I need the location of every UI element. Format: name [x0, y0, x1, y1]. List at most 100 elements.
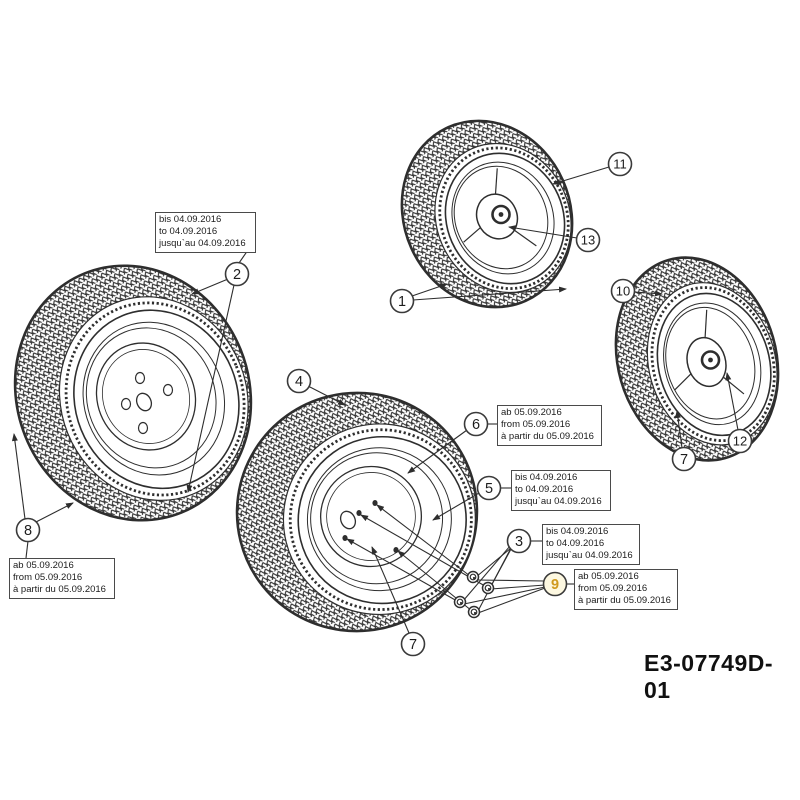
leader-line: [674, 410, 683, 449]
callout-label: 7: [680, 452, 688, 468]
rim-lug-stud: [342, 535, 348, 541]
callout-circle[interactable]: [15, 517, 41, 543]
rim-lug-stud: [393, 547, 399, 553]
leader-line: [186, 284, 235, 493]
callout-circle[interactable]: [463, 411, 489, 437]
wheel-center: [235, 391, 479, 633]
callout-circle[interactable]: [610, 278, 636, 304]
callout-circle[interactable]: [389, 288, 415, 314]
callout-7-center[interactable]: 7: [400, 631, 426, 657]
date-note-line: to 04.09.2016: [159, 225, 218, 237]
leader-lines: [11, 166, 739, 634]
date-note-line: from 05.09.2016: [578, 582, 648, 594]
callout-circle[interactable]: [575, 227, 601, 253]
leader-line: [477, 587, 546, 614]
callout-9[interactable]: 9: [542, 571, 568, 597]
callout-label: 9: [551, 577, 559, 593]
leader-line: [477, 547, 512, 612]
date-note-line: à partir du 05.09.2016: [13, 583, 106, 595]
callout-7-right[interactable]: 7: [671, 446, 697, 472]
hub-center-hole: [135, 392, 153, 412]
callout-11[interactable]: 11: [607, 151, 633, 177]
date-note-line: to 04.09.2016: [515, 483, 574, 495]
leader-line: [191, 278, 229, 295]
callout-circle[interactable]: [671, 446, 697, 472]
callout-3[interactable]: 3: [506, 528, 532, 554]
wheel-top: [400, 119, 574, 309]
callout-5[interactable]: 5: [476, 475, 502, 501]
date-note-line: jusqu`au 04.09.2016: [159, 237, 246, 249]
date-note-line: jusqu`au 04.09.2016: [515, 495, 602, 507]
leader-line: [633, 290, 663, 297]
leader-line: [307, 385, 346, 406]
date-note-line: à partir du 05.09.2016: [578, 594, 671, 606]
leader-line: [476, 579, 545, 582]
callout-label: 3: [515, 534, 523, 550]
callout-circle[interactable]: [400, 631, 426, 657]
rim-bolt-hole: [134, 371, 146, 385]
leader-line: [11, 433, 26, 520]
callout-1[interactable]: 1: [389, 288, 415, 314]
date-note-line: from 05.09.2016: [501, 418, 571, 430]
callout-circle[interactable]: [286, 368, 312, 394]
date-note-line: ab 05.09.2016: [501, 407, 562, 418]
date-note-line: bis 04.09.2016: [159, 214, 222, 225]
callout-label: 1: [398, 294, 406, 310]
callout-label: 10: [616, 284, 630, 299]
rim-bolt-hole: [137, 421, 149, 435]
leader-line: [475, 547, 512, 578]
leader-line: [376, 504, 471, 577]
axle-center: [708, 357, 713, 363]
date-note-line: ab 05.09.2016: [13, 560, 74, 571]
rim-lug-stud: [356, 510, 362, 516]
callout-12[interactable]: 12: [727, 428, 753, 454]
date-note-line: from 05.09.2016: [13, 571, 83, 583]
callout-circle[interactable]: [542, 571, 568, 597]
date-note-line: to 04.09.2016: [546, 537, 605, 549]
callout-label: 11: [613, 157, 627, 172]
date-note-line: à partir du 05.09.2016: [501, 430, 594, 442]
leader-line: [346, 538, 458, 602]
wheel-left: [13, 264, 253, 522]
callout-label: 7: [409, 637, 417, 653]
callout-label: 4: [295, 374, 303, 390]
leader-line: [411, 283, 448, 297]
lug-nut: [453, 595, 467, 609]
date-note-line: bis 04.09.2016: [546, 526, 609, 537]
callout-label: 2: [233, 267, 241, 283]
lug-nut: [467, 605, 481, 619]
leader-line: [360, 514, 486, 587]
callout-6[interactable]: 6: [463, 411, 489, 437]
lug-nut: [481, 581, 495, 595]
leader-line: [462, 545, 511, 602]
callout-10[interactable]: 10: [610, 278, 636, 304]
callout-8[interactable]: 8: [15, 517, 41, 543]
wheel-right: [614, 256, 780, 462]
callout-circle[interactable]: [506, 528, 532, 554]
date-note-line: bis 04.09.2016: [515, 472, 578, 483]
callout-2[interactable]: 2: [224, 261, 250, 287]
leader-line: [407, 429, 468, 474]
callout-circle[interactable]: [727, 428, 753, 454]
callout-circle[interactable]: [476, 475, 502, 501]
callout-circle[interactable]: [224, 261, 250, 287]
date-note-line: jusqu`au 04.09.2016: [546, 549, 633, 561]
callout-13[interactable]: 13: [575, 227, 601, 253]
callout-4[interactable]: 4: [286, 368, 312, 394]
leader-line: [25, 540, 29, 559]
callout-label: 5: [485, 481, 493, 497]
rim-bolt-hole: [162, 383, 174, 397]
leader-line: [552, 166, 610, 185]
rim-lug-stud: [372, 500, 378, 506]
axle-center: [498, 212, 504, 217]
rim-bolt-hole: [120, 397, 132, 411]
leader-line: [371, 546, 410, 634]
callout-circle[interactable]: [607, 151, 633, 177]
callout-label: 13: [581, 233, 595, 248]
